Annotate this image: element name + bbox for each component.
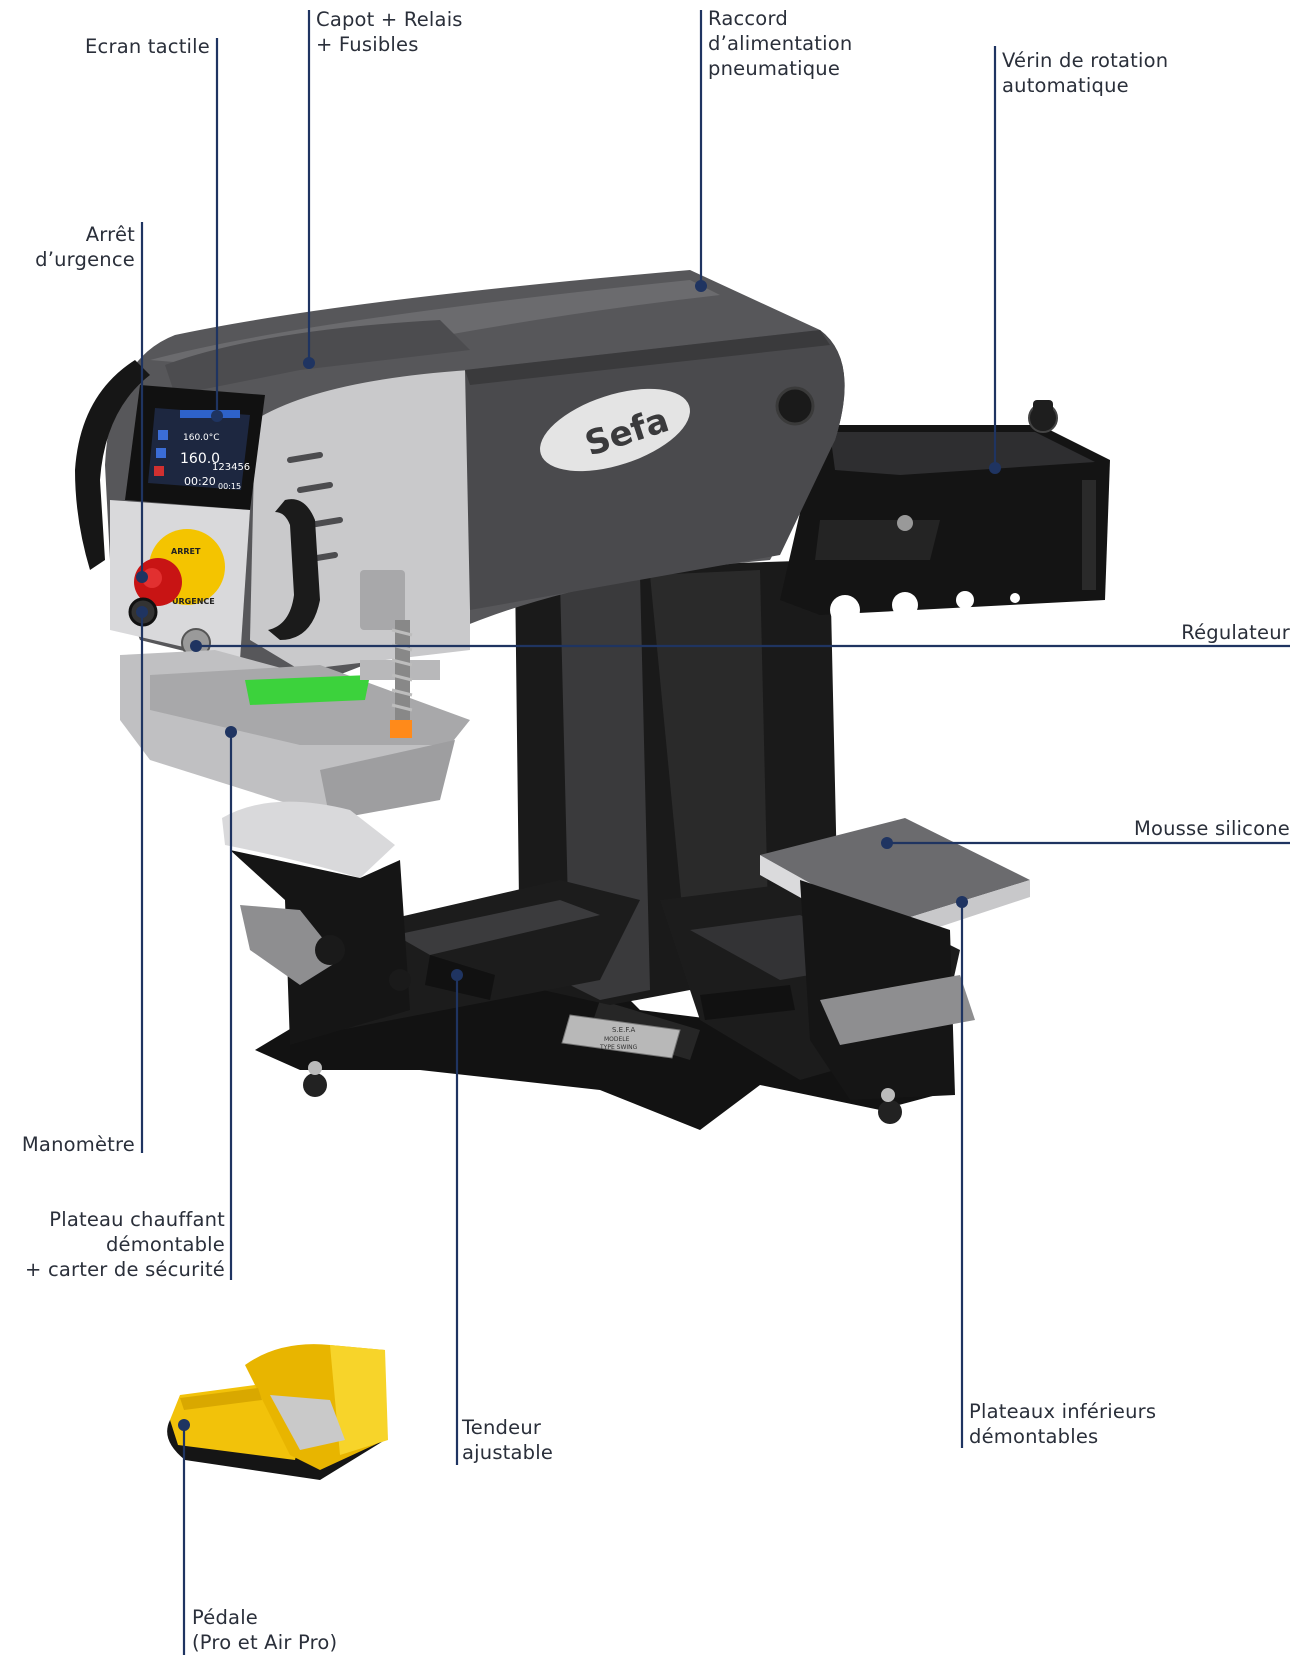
label-manometre: Manomètre	[21, 1133, 135, 1156]
label-capot: Capot + Relais + Fusibles	[316, 8, 463, 56]
label-verin: Vérin de rotation automatique	[1002, 49, 1169, 97]
label-plateaux-inferieurs: Plateaux inférieurs démontables	[969, 1400, 1157, 1448]
svg-text:123456: 123456	[212, 462, 250, 473]
machine-head: Sefa	[75, 270, 845, 690]
label-pedale: Pédale (Pro et Air Pro)	[192, 1606, 338, 1654]
foot-pedal	[167, 1344, 388, 1480]
svg-text:00:20: 00:20	[184, 475, 216, 488]
heat-press-machine: S.E.F.A MODELE TYPE SWING	[75, 270, 1110, 1130]
svg-text:00:15: 00:15	[218, 482, 241, 491]
heated-platen	[120, 650, 470, 820]
rating-plate: S.E.F.A MODELE TYPE SWING	[561, 1014, 681, 1059]
svg-text:ARRET: ARRET	[171, 547, 201, 556]
leader-lines	[140, 10, 1290, 1655]
svg-text:160.0°C: 160.0°C	[183, 433, 220, 443]
label-regulateur: Régulateur	[1181, 621, 1290, 644]
top-cover	[165, 320, 470, 395]
label-plateau-chauffant: Plateau chauffant démontable + carter de…	[25, 1208, 225, 1281]
label-raccord: Raccord d’alimentation pneumatique	[708, 7, 853, 80]
label-ecran-tactile: Ecran tactile	[85, 35, 210, 58]
lower-platen-left	[222, 801, 495, 1045]
label-mousse-silicone: Mousse silicone	[1133, 817, 1290, 840]
svg-text:URGENCE: URGENCE	[172, 597, 215, 606]
rotation-arm	[780, 400, 1110, 625]
label-tendeur: Tendeur ajustable	[462, 1416, 554, 1464]
svg-text:160.0: 160.0	[180, 451, 220, 467]
handle	[268, 499, 320, 640]
svg-text:TYPE SWING: TYPE SWING	[599, 1044, 638, 1051]
leader-dots	[136, 280, 1001, 1431]
brand-logo: Sefa	[540, 388, 690, 472]
svg-text:MODELE: MODELE	[604, 1036, 630, 1043]
label-arret-urgence: Arrêt d’urgence	[35, 223, 135, 271]
svg-text:S.E.F.A: S.E.F.A	[612, 1026, 635, 1034]
